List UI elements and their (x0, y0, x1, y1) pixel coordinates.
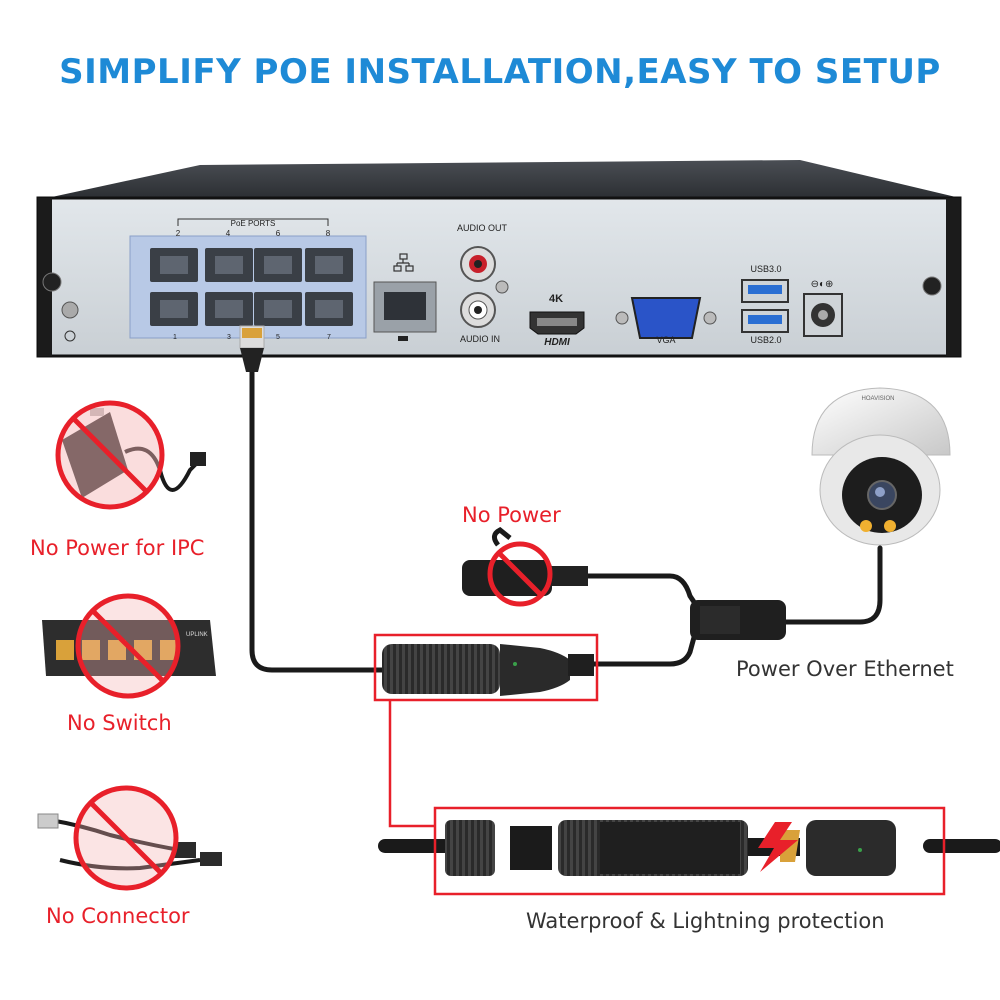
ground-screw-icon (61, 301, 79, 319)
no-connector-label: No Connector (46, 904, 190, 928)
nvr-device: PoE PORTS 2 4 6 8 1 3 5 7 AUDIO OUT AUDI… (36, 160, 962, 358)
prohibited-power-icon (55, 400, 165, 510)
waterproof-detail (445, 820, 896, 876)
vga-label: VGA (656, 335, 675, 345)
ir-light-icon (860, 520, 872, 532)
prohibited-icon (487, 541, 553, 607)
hdmi-4k-label: 4K (549, 293, 563, 305)
poe-label: Power Over Ethernet (736, 657, 954, 681)
lan-icon (393, 253, 414, 272)
lightning-icon (758, 822, 798, 872)
nvr-top-cover (38, 160, 960, 200)
dc-power-port (803, 293, 843, 337)
dc-plug (462, 527, 588, 596)
usb2-label: USB2.0 (750, 335, 781, 345)
camera-brand: HOAVISION (862, 396, 895, 402)
hdmi-label: HDMI (544, 337, 570, 348)
port-number-8: 8 (326, 229, 331, 238)
port-number-6: 6 (276, 229, 281, 238)
port-number-2: 2 (176, 229, 181, 238)
usb3-label: USB3.0 (750, 264, 781, 274)
dc-coupler (690, 600, 786, 640)
no-switch-label: No Switch (67, 711, 172, 735)
waterproof-detail-box (433, 806, 946, 896)
cables (249, 367, 1000, 853)
rj45-plug (239, 325, 265, 372)
screw-icon (42, 272, 62, 292)
headline: SIMPLIFY POE INSTALLATION,EASY TO SETUP (59, 52, 941, 92)
dc-polarity-icon: ⊖◐⊕ (811, 279, 834, 290)
port-number-1: 1 (173, 334, 177, 341)
no-power-ipc-label: No Power for IPC (30, 536, 205, 560)
audio-out-label: AUDIO OUT (457, 223, 508, 233)
audio-in-label: AUDIO IN (460, 334, 500, 344)
no-power-label: No Power (462, 503, 561, 527)
waterproof-label: Waterproof & Lightning protection (526, 909, 885, 933)
prohibited-switch-icon (75, 593, 181, 699)
prohibited-connector-icon (73, 785, 179, 891)
poe-splitter-icon (37, 813, 222, 871)
port-number-7: 7 (327, 334, 331, 341)
highlight-lines (373, 633, 946, 896)
waterproof-connector (382, 644, 594, 696)
switch-uplink-label: UPLINK (186, 632, 208, 638)
vga-port (630, 297, 702, 339)
waterproof-connector-box (373, 633, 599, 702)
dome-camera: HOAVISION (811, 387, 951, 546)
port-number-5: 5 (276, 334, 280, 341)
power-adapter-icon (62, 408, 206, 498)
poe-ports-label: PoE PORTS (231, 219, 276, 228)
port-number-4: 4 (226, 229, 231, 238)
port-number-3: 3 (227, 334, 231, 341)
